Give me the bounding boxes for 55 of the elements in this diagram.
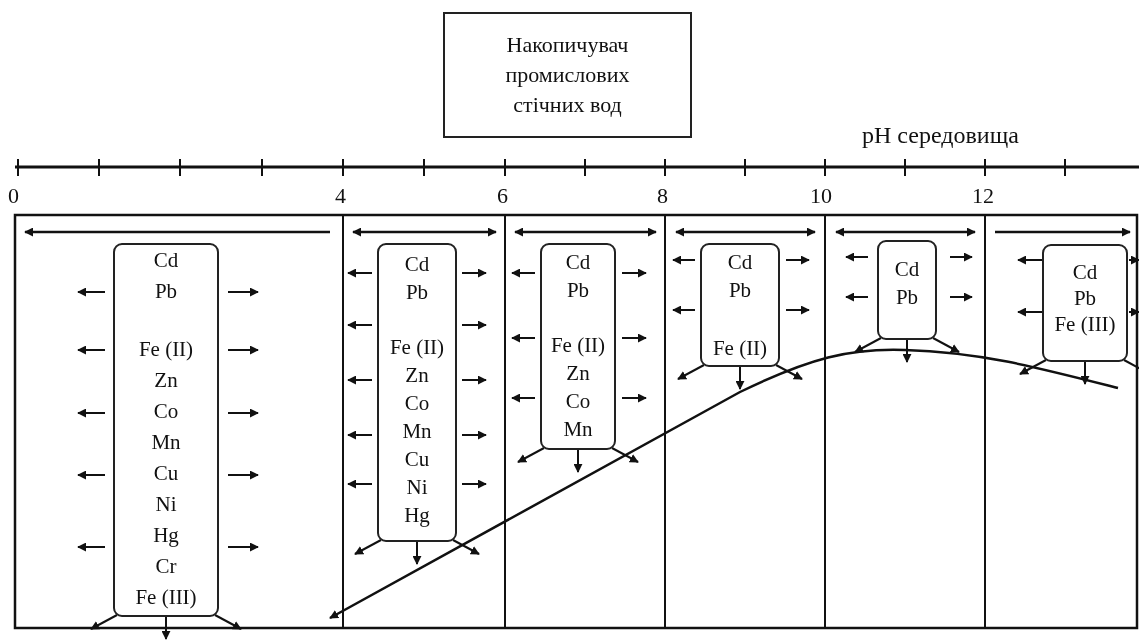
metal-label: Co	[404, 391, 430, 415]
metal-label: Fe (II)	[389, 335, 445, 359]
metal-label: Co	[153, 399, 179, 423]
metal-group-box	[877, 240, 937, 340]
metal-label: Mn	[563, 417, 593, 441]
metal-label: Zn	[566, 361, 590, 385]
axis-title: pH середовища	[862, 122, 1019, 149]
metal-label: Hg	[153, 523, 179, 547]
metal-group-box	[700, 243, 780, 367]
tick-label: 0	[8, 183, 19, 209]
metal-label: Cu	[404, 447, 430, 471]
metal-label: Cd	[565, 250, 591, 274]
arrow	[573, 449, 583, 473]
metal-label: Mn	[402, 419, 432, 443]
arrow	[1080, 361, 1090, 385]
metal-group-box	[113, 243, 219, 617]
metal-label: Cd	[1072, 260, 1098, 284]
metal-label: Pb	[895, 285, 919, 309]
metal-label: Co	[565, 389, 591, 413]
metal-label: Cu	[153, 461, 179, 485]
tick-label: 10	[810, 183, 832, 209]
tick-label: 8	[657, 183, 668, 209]
metal-group-box	[1042, 244, 1128, 362]
metal-label: Cd	[404, 252, 430, 276]
metal-group-box	[540, 243, 616, 450]
metal-label: Fe (II)	[550, 333, 606, 357]
metal-label: Cd	[153, 248, 179, 272]
metal-label: Cr	[155, 554, 177, 578]
metal-label: Pb	[154, 279, 178, 303]
arrow	[735, 366, 745, 390]
metal-label: Ni	[406, 475, 428, 499]
metal-label: Pb	[1073, 286, 1097, 310]
storage-box	[443, 12, 692, 138]
metal-label: Fe (III)	[1054, 312, 1116, 336]
box-title: Накопичувач промислових стічних вод	[504, 31, 631, 119]
metal-label: Cd	[727, 250, 753, 274]
tick-label: 6	[497, 183, 508, 209]
metal-label: Zn	[154, 368, 178, 392]
arrow	[902, 339, 912, 363]
metal-label: Mn	[151, 430, 181, 454]
arrow	[161, 616, 171, 640]
metal-label: Zn	[405, 363, 429, 387]
metal-group-box	[377, 243, 457, 542]
metal-label: Fe (II)	[712, 336, 768, 360]
metal-label: Fe (II)	[138, 337, 194, 361]
tick-label: 12	[972, 183, 994, 209]
arrow	[412, 541, 422, 565]
metal-label: Pb	[728, 278, 752, 302]
metal-label: Ni	[155, 492, 177, 516]
metal-label: Hg	[404, 503, 430, 527]
tick-label: 4	[335, 183, 346, 209]
metal-label: Pb	[405, 280, 429, 304]
metal-label: Pb	[566, 278, 590, 302]
metal-label: Fe (III)	[135, 585, 197, 609]
metal-label: Cd	[894, 257, 920, 281]
